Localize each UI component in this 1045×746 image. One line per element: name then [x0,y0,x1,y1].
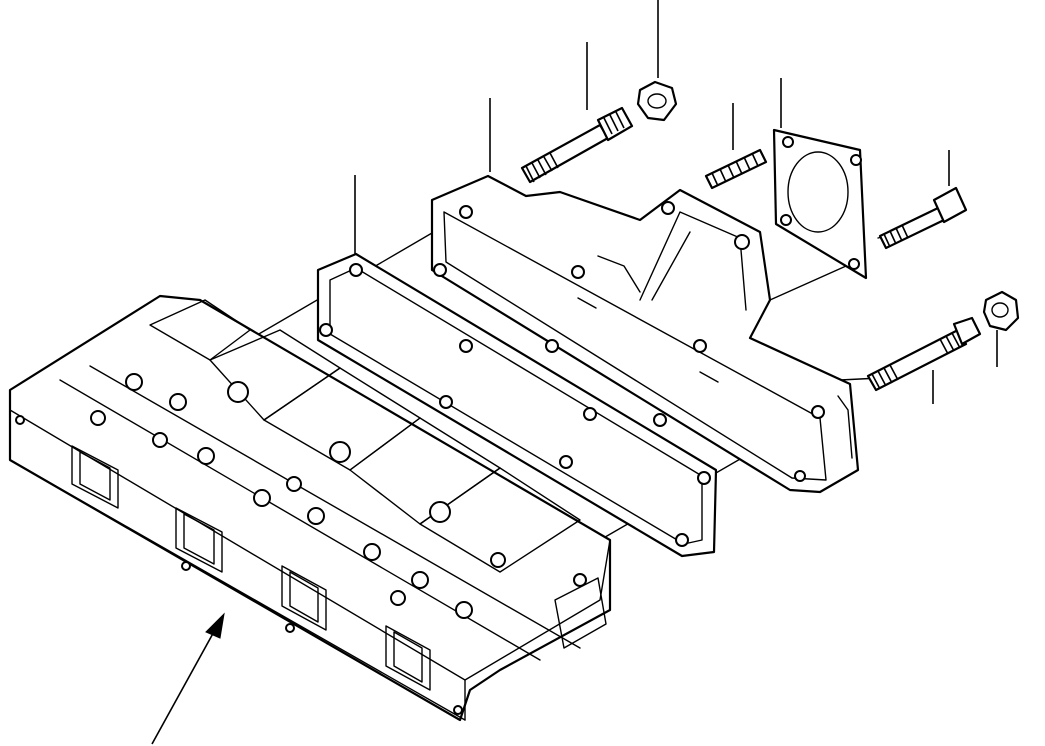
long-bolt-upper [520,106,634,184]
long-bolt-lower [866,316,982,392]
flange-bolt-right [878,186,968,250]
manifold-gasket-round [772,128,868,280]
leader-lines [354,0,998,404]
cylinder-head [8,294,612,722]
pointer-arrow [151,612,225,745]
stud-short [704,148,768,190]
flange-nut-upper [636,80,678,122]
flange-nut-right [982,290,1020,332]
head-gasket-strip [316,252,718,558]
exhaust-manifold [430,174,860,494]
